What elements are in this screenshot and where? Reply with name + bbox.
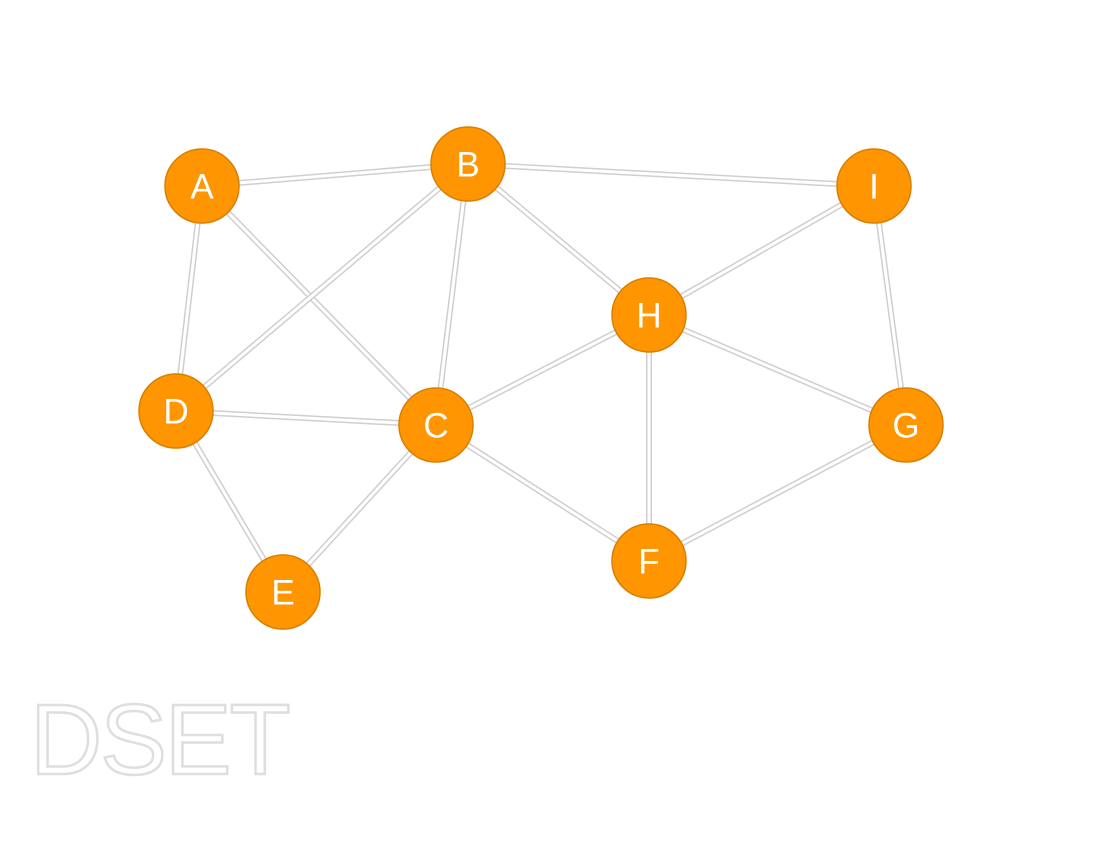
node-d: D (138, 373, 214, 449)
node-circle (611, 523, 687, 599)
edge-i-g (871, 183, 909, 428)
edge-a-b (199, 161, 471, 189)
edge-c-h (433, 312, 652, 428)
edge-a-c (199, 183, 439, 428)
node-circle (138, 373, 214, 449)
node-a: A (164, 148, 240, 224)
nodes-layer: A B C D E F G H I (138, 126, 944, 630)
edge-d-c (173, 408, 439, 428)
node-circle (868, 387, 944, 463)
node-circle (611, 277, 687, 353)
edge-h-g (646, 312, 909, 428)
caption-text: DSET (29, 684, 292, 796)
node-label: E (271, 574, 294, 613)
node-h: H (611, 277, 687, 353)
node-label: A (190, 168, 214, 207)
edge-b-d (173, 161, 471, 414)
node-e: E (245, 554, 321, 630)
edge-f-g (646, 422, 909, 564)
node-circle (164, 148, 240, 224)
node-label: D (163, 393, 188, 432)
edge-c-f (433, 422, 652, 564)
edge-h-i (646, 183, 877, 318)
node-g: G (868, 387, 944, 463)
node-circle (398, 387, 474, 463)
edge-b-h (465, 161, 652, 318)
node-label: G (892, 407, 919, 446)
node-b: B (430, 126, 506, 202)
node-f: F (611, 523, 687, 599)
edge-b-c (433, 161, 471, 428)
edge-b-i (465, 161, 877, 189)
node-label: B (456, 146, 479, 185)
node-c: C (398, 387, 474, 463)
node-circle (836, 148, 912, 224)
node-circle (430, 126, 506, 202)
node-label: I (869, 168, 879, 207)
node-label: C (423, 407, 448, 446)
edges-layer (173, 161, 909, 595)
node-circle (245, 554, 321, 630)
node-label: H (636, 297, 661, 336)
node-label: F (638, 543, 659, 582)
node-i: I (836, 148, 912, 224)
